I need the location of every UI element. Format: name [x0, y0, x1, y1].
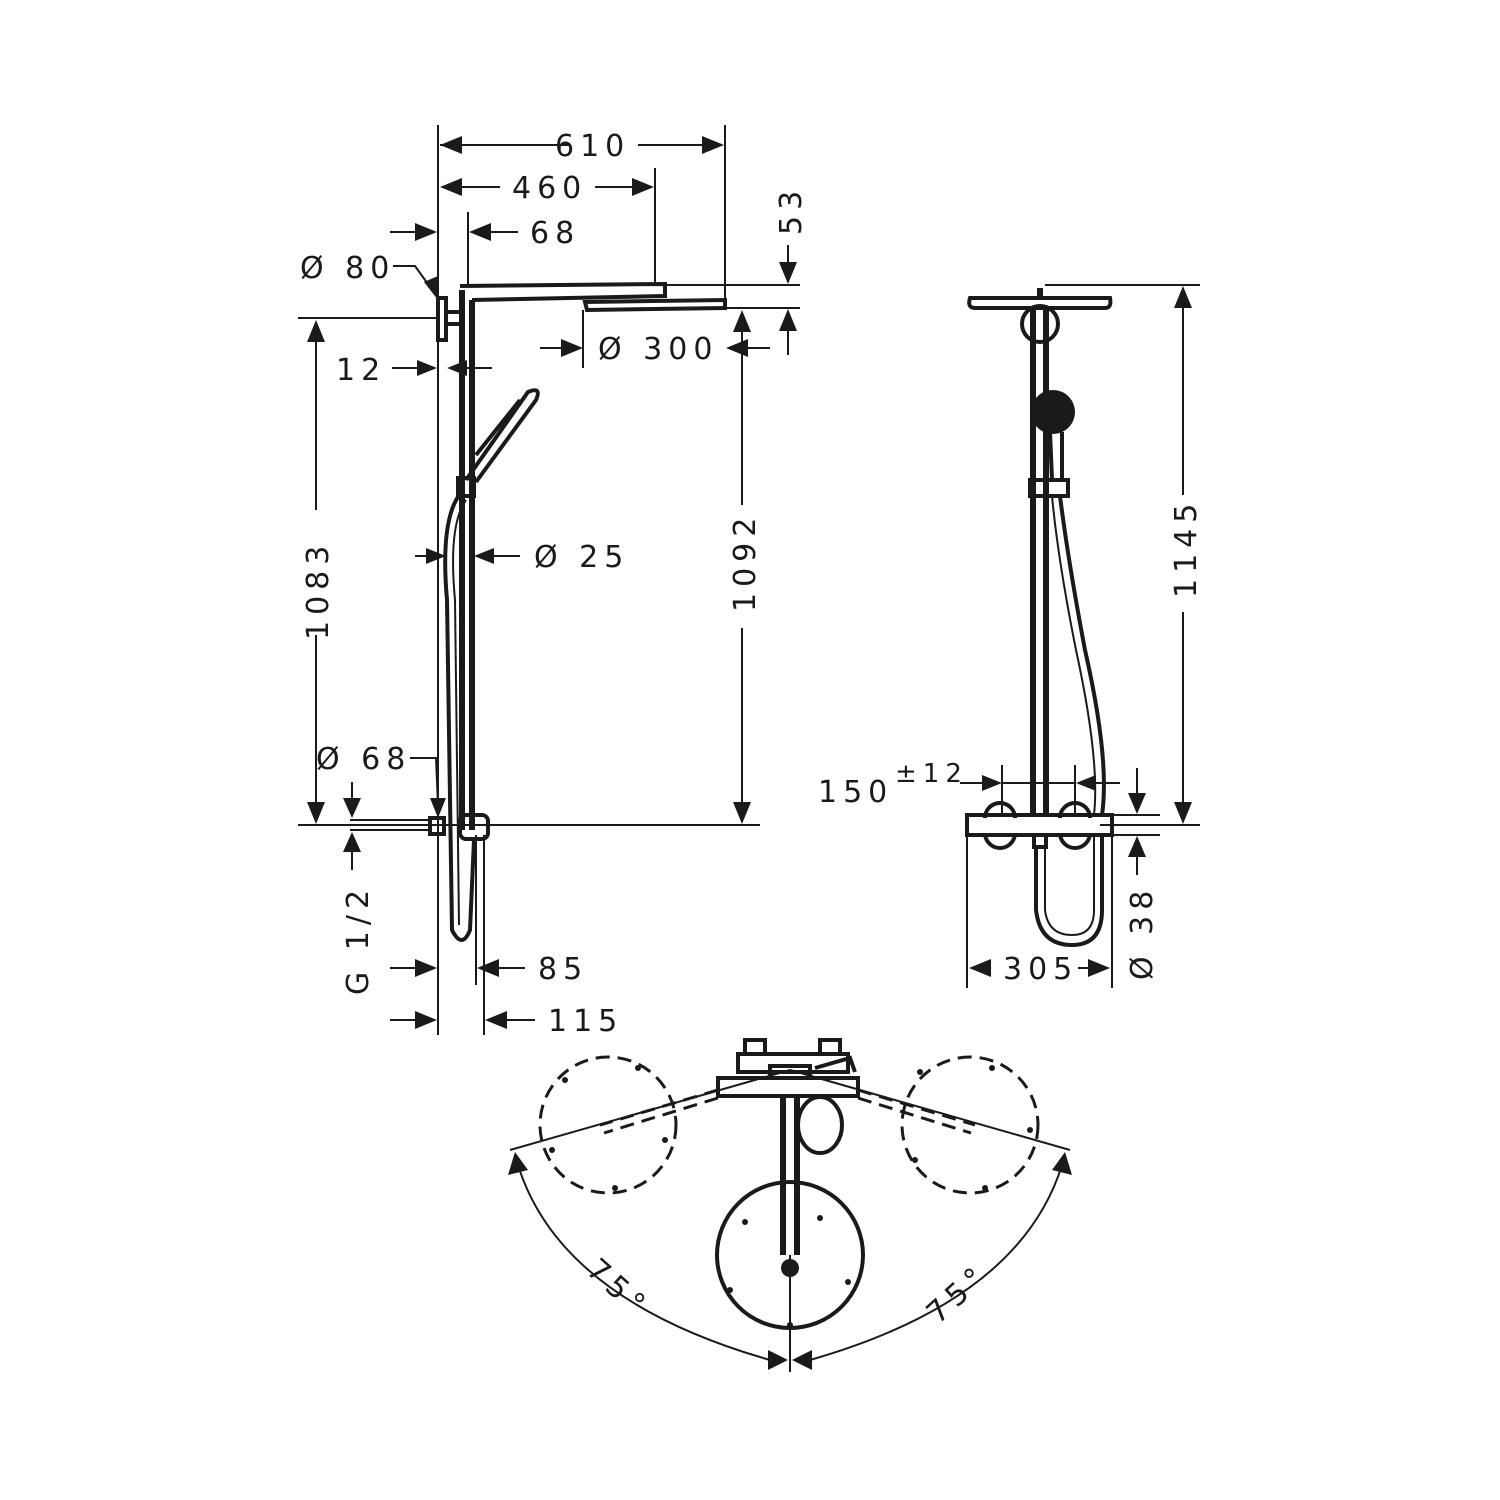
swivel-angle-right: 75°: [920, 1257, 996, 1331]
swivel-angle-left: 75°: [580, 1252, 656, 1326]
dim-thermostat-diameter: Ø 38: [1125, 885, 1160, 980]
dim-1145: 1145: [1169, 498, 1204, 598]
front-view: 1145 150 ±12 Ø 38 305: [818, 284, 1204, 988]
dim-1083: 1083: [301, 540, 336, 640]
dim-150: 150: [818, 775, 893, 810]
dim-head-diameter: Ø 300: [598, 332, 718, 367]
dim-305: 305: [1003, 952, 1078, 987]
dim-68: 68: [530, 216, 580, 251]
dim-460: 460: [512, 171, 587, 206]
top-view: 75° 75°: [508, 1038, 1072, 1372]
dim-pipe-diameter: Ø 25: [534, 540, 629, 575]
dim-tolerance: ±12: [895, 759, 968, 789]
dim-1092: 1092: [728, 512, 763, 612]
dim-53: 53: [774, 185, 809, 235]
side-view: 610 460 68 Ø 80 12 Ø 300 53: [298, 125, 809, 1039]
dim-12: 12: [336, 353, 386, 388]
dim-connector-diameter: Ø 68: [316, 742, 411, 777]
dim-115: 115: [548, 1004, 623, 1039]
dim-wall-plate-diameter: Ø 80: [300, 251, 395, 286]
thread-size: G 1/2: [341, 884, 376, 995]
dim-610: 610: [555, 129, 630, 164]
dim-85: 85: [538, 952, 588, 987]
